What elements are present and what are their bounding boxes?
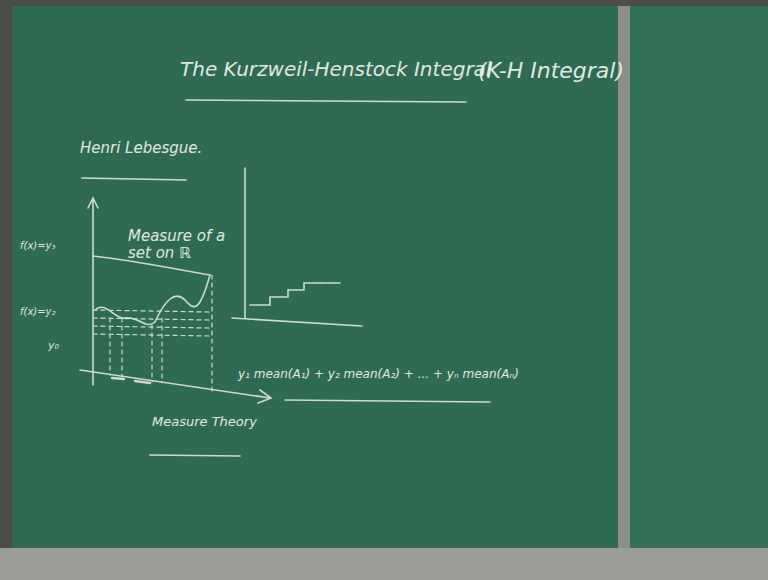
- board-right: [628, 6, 768, 551]
- board-left: [12, 6, 624, 551]
- underline: [82, 178, 186, 180]
- sum-formula: y₁ mean(A₁) + y₂ mean(A₂) + ... + yₙ mea…: [238, 368, 519, 382]
- y-axis: [88, 198, 98, 385]
- set-segment: [112, 378, 150, 383]
- drop-line: [110, 275, 212, 392]
- x-axis: [232, 318, 362, 326]
- topic-note: Measure Theory: [152, 415, 257, 430]
- axis-label: y₀: [48, 340, 59, 353]
- chalk-ledge: [0, 548, 768, 580]
- axis-label: f(x)=y₃: [20, 240, 56, 252]
- axis-label: f(x)=y₂: [20, 306, 56, 318]
- board-title: The Kurzweil-Henstock Integral: [180, 58, 491, 81]
- underline: [285, 400, 490, 402]
- title-underline: [186, 100, 466, 102]
- underline: [150, 455, 240, 456]
- graph-note: Measure of a set on ℝ: [128, 228, 228, 263]
- y-axis: [244, 168, 246, 318]
- level-line: [93, 310, 210, 312]
- board-divider: [618, 6, 630, 551]
- function-curve: [95, 275, 210, 324]
- step-function: [322, 282, 340, 284]
- step-function: [250, 283, 322, 305]
- name-note: Henri Lebesgue.: [80, 140, 202, 157]
- abbreviation-note: (K-H Integral): [478, 58, 624, 83]
